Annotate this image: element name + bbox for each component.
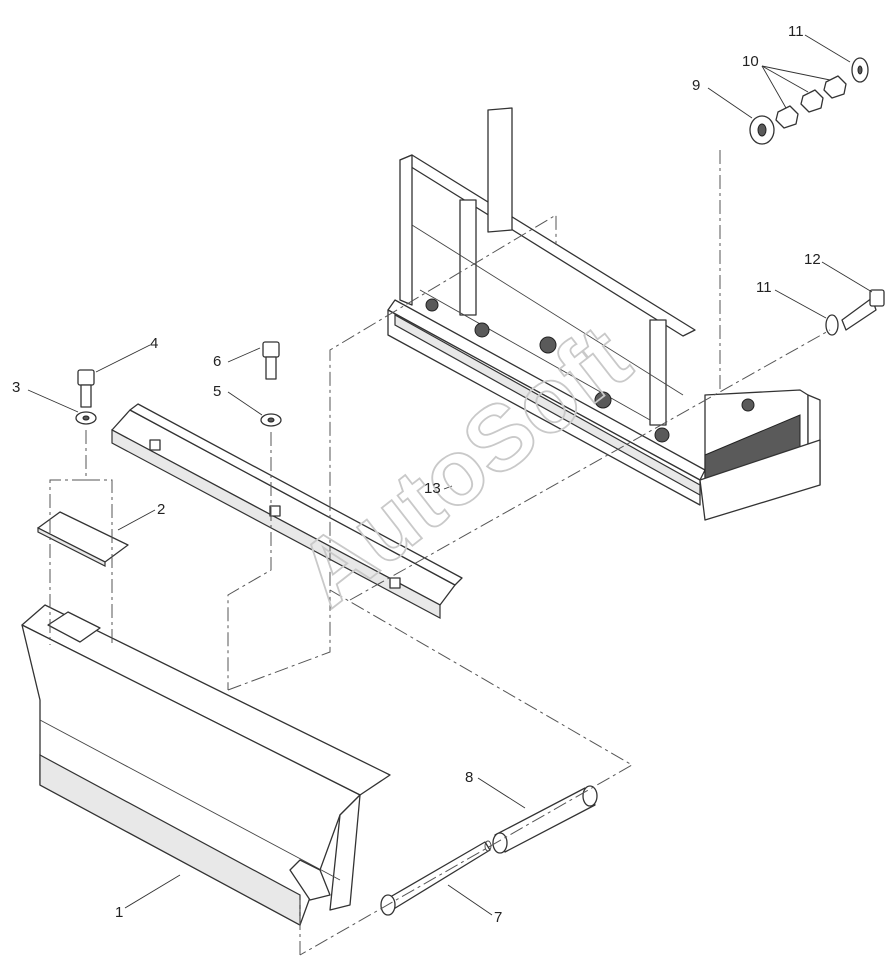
callout-11-top: 11 (788, 23, 804, 40)
assembly-lines (49, 150, 831, 956)
callout-4: 4 (150, 335, 158, 352)
callout-12: 12 (804, 251, 821, 268)
bolt-with-washer (825, 289, 885, 336)
callout-13: 13 (424, 480, 441, 497)
long-bolt (380, 840, 492, 916)
callout-6: 6 (213, 353, 221, 370)
callout-10: 10 (742, 53, 759, 70)
callout-1: 1 (115, 904, 123, 921)
callout-2: 2 (157, 501, 165, 518)
callout-7: 7 (494, 909, 502, 926)
callout-labels: 1 2 3 4 5 6 7 8 9 10 11 11 12 13 (12, 23, 821, 926)
callout-8: 8 (465, 769, 473, 786)
callout-9: 9 (692, 77, 700, 94)
frame-bracket (387, 107, 821, 521)
callout-11-bolt: 11 (756, 279, 772, 296)
plate (37, 511, 129, 567)
main-cover (21, 604, 391, 927)
rail-strip (111, 403, 463, 620)
small-fasteners (75, 341, 282, 427)
spacer-tube (492, 785, 598, 854)
callout-3: 3 (12, 379, 20, 396)
nut-washer-set (749, 57, 869, 145)
leader-lines (27, 34, 873, 916)
callout-5: 5 (213, 383, 221, 400)
